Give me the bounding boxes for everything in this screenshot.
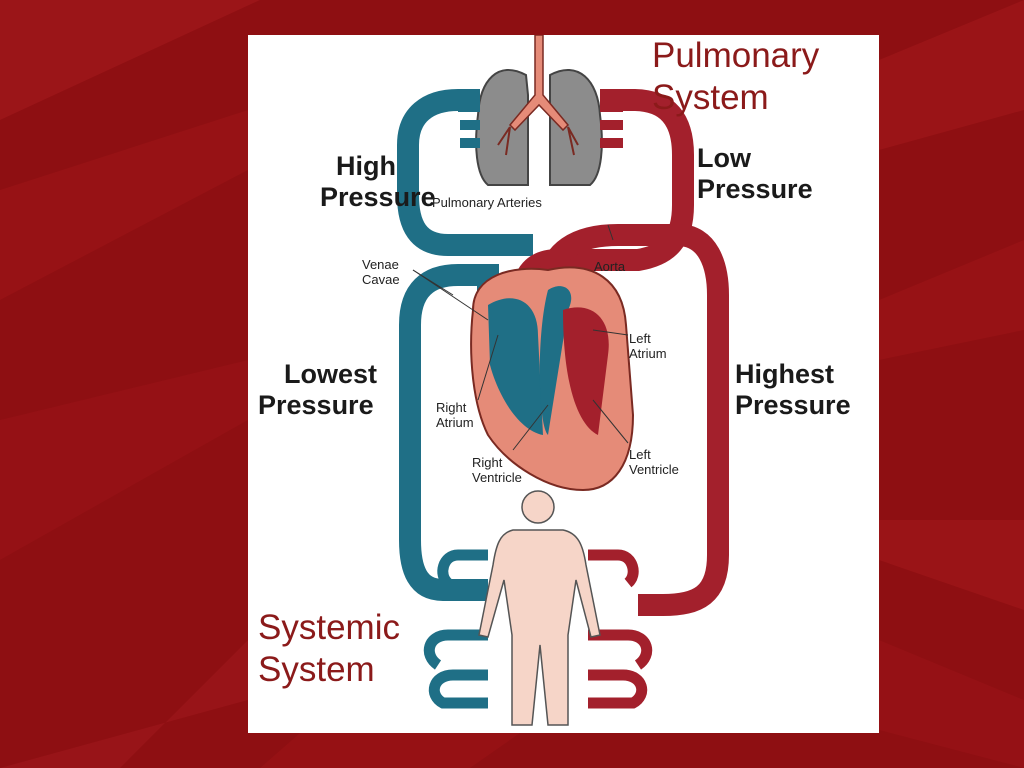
left-atrium-line1: Left: [629, 331, 651, 346]
high-line2: Pressure: [320, 182, 436, 212]
pulmonary-system-label: Pulmonary System: [652, 35, 819, 119]
aorta-label: Aorta: [594, 259, 626, 274]
human-body: [478, 490, 601, 726]
right-atrium-label: Right Atrium: [436, 400, 474, 430]
lungs: [475, 35, 603, 186]
heart: [470, 266, 635, 492]
lowest-pressure-label: Lowest Pressure: [258, 359, 377, 421]
right-atrium-line1: Right: [436, 400, 467, 415]
right-ventricle-line1: Right: [472, 455, 503, 470]
high-line1: High: [336, 151, 396, 181]
lowest-line1: Lowest: [284, 359, 378, 389]
right-ventricle-line2: Ventricle: [472, 470, 522, 485]
left-ventricle-line1: Left: [629, 447, 651, 462]
systemic-line2: System: [258, 650, 375, 689]
pulmonary-artery-loop: [397, 89, 533, 256]
pulmonary-line1: Pulmonary: [652, 36, 820, 75]
left-atrium-label: Left Atrium: [629, 331, 667, 361]
left-atrium-line2: Atrium: [629, 346, 667, 361]
systemic-capillaries: [423, 549, 653, 709]
low-line1: Low: [697, 143, 751, 173]
high-pressure-label: High Pressure: [320, 151, 436, 213]
venae-cavae-loop: [399, 264, 499, 601]
diagram-art: [397, 35, 729, 726]
left-ventricle-line2: Ventricle: [629, 462, 679, 477]
highest-line1: Highest: [735, 359, 835, 389]
right-ventricle-label: Right Ventricle: [472, 455, 522, 485]
systemic-system-label: Systemic System: [258, 607, 400, 691]
pulmonary-arteries-label: Pulmonary Arteries: [432, 195, 542, 210]
circulation-diagram: High Pressure Low Pressure Lowest Pressu…: [248, 35, 879, 733]
low-pressure-label: Low Pressure: [697, 143, 813, 205]
low-line2: Pressure: [697, 174, 813, 204]
venae-cavae-label: Venae Cavae: [362, 257, 400, 287]
lowest-line2: Pressure: [258, 390, 374, 420]
pulmonary-line2: System: [652, 78, 769, 117]
aorta-loop: [537, 224, 729, 616]
highest-pressure-label: Highest Pressure: [735, 359, 851, 421]
right-atrium-line2: Atrium: [436, 415, 474, 430]
systemic-line1: Systemic: [258, 608, 400, 647]
left-ventricle-label: Left Ventricle: [629, 447, 679, 477]
venae-line2: Cavae: [362, 272, 400, 287]
highest-line2: Pressure: [735, 390, 851, 420]
venae-line1: Venae: [362, 257, 399, 272]
